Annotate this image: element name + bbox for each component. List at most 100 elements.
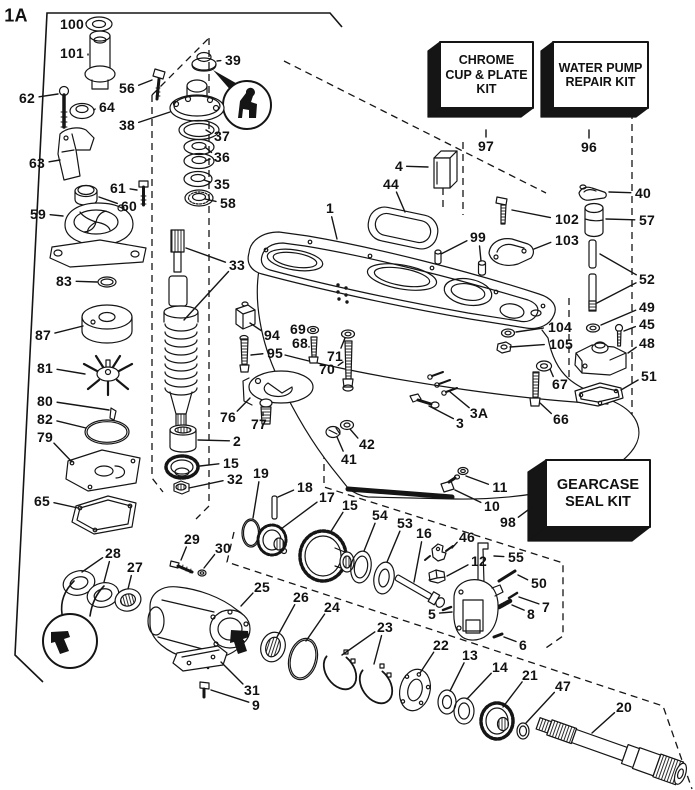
part-77-drawing (259, 398, 273, 425)
part-37-drawing (178, 119, 220, 141)
part-32-drawing (173, 480, 190, 495)
part-5-drawing (453, 579, 504, 641)
part-14-drawing (453, 697, 475, 725)
part-60-drawing (74, 184, 98, 206)
kit-line: SEAL KIT (565, 493, 631, 510)
part-76-drawing (242, 370, 314, 406)
part-18-drawing (271, 495, 278, 520)
part-102-drawing (495, 196, 508, 225)
part-45-drawing (614, 323, 624, 347)
kit-line: GEARCASE (556, 476, 640, 493)
part-55-drawing (477, 542, 489, 584)
part-2-drawing (169, 424, 197, 453)
part-79-drawing (65, 449, 141, 492)
part-6-drawing (492, 632, 504, 639)
leader-lines (38, 22, 639, 734)
part-51-drawing (574, 382, 624, 407)
part-3-drawing (409, 393, 440, 409)
gearcase-seal-kit-label: GEARCASE SEAL KIT (546, 460, 650, 527)
chrome-cup-plate-kit-label: CHROME CUP & PLATE KIT (440, 42, 533, 108)
part-56-drawing (152, 68, 166, 101)
part-15-forward-gear-drawing (298, 529, 355, 583)
part-64-drawing (69, 102, 95, 120)
part-66-drawing (529, 371, 541, 407)
part-71-drawing (340, 329, 356, 339)
kit-line: REPAIR KIT (565, 75, 636, 89)
part-41-drawing (325, 425, 341, 439)
seal-cross-section-icon (222, 80, 272, 130)
part-47-drawing (516, 722, 530, 740)
part-57-drawing (584, 202, 604, 238)
part-101-drawing (84, 30, 116, 90)
part-8-drawing (496, 598, 513, 610)
part-33-drawing (163, 229, 199, 433)
part-59-drawing (49, 202, 147, 268)
part-27-drawing (114, 588, 142, 612)
part-103-drawing (488, 238, 534, 266)
water-pump-repair-kit-label: WATER PUMP REPAIR KIT (553, 42, 648, 108)
part-24-drawing (287, 637, 319, 681)
parts-artwork (38, 16, 688, 786)
part-29-drawing (169, 560, 194, 574)
part-9-drawing (199, 681, 210, 699)
part-31-drawing (172, 645, 228, 672)
part-12-drawing (428, 569, 446, 584)
part-53-drawing (373, 561, 395, 595)
part-48-drawing (574, 341, 627, 376)
part-13-drawing (437, 689, 457, 715)
part-40-drawing (578, 184, 607, 201)
part-82-drawing (84, 419, 130, 445)
gearcase-housing-drawing (247, 231, 640, 500)
part-80-drawing (109, 407, 117, 421)
kit-line: CHROME (458, 53, 515, 68)
part-49-drawing (585, 323, 601, 333)
part-42-drawing (339, 419, 355, 431)
part-87-drawing (81, 304, 133, 344)
part-26-drawing (260, 631, 286, 663)
part-58-drawing (184, 189, 214, 207)
part-38-drawing (169, 79, 225, 122)
part-62-drawing (58, 85, 70, 129)
part-23-drawing (322, 649, 394, 705)
part-46-drawing (424, 543, 454, 562)
part-35-drawing (183, 170, 213, 188)
kit-box-gearcase-seal (527, 459, 651, 542)
part-36-drawing (183, 138, 215, 170)
part-65-drawing (71, 495, 137, 535)
part-22-drawing (398, 668, 432, 712)
part-21-drawing (479, 701, 515, 741)
kit-line: CUP & PLATE (445, 67, 528, 82)
part-28-drawing (62, 570, 120, 608)
part-10-drawing (440, 474, 461, 493)
part-105-drawing (496, 341, 512, 354)
part-44-drawing (367, 206, 439, 250)
part-81-drawing (82, 354, 134, 397)
kit-box-chrome-cup-plate (427, 41, 534, 118)
part-68-drawing (308, 336, 319, 364)
kit-line: WATER PUMP (558, 60, 643, 75)
part-50-drawing (497, 569, 517, 583)
part-39-drawing (191, 51, 217, 72)
part-52-drawing (588, 239, 597, 312)
part-61-drawing (138, 180, 149, 207)
part-99-drawing (434, 249, 487, 276)
part-63-drawing (57, 127, 95, 181)
part-104-drawing (500, 328, 516, 338)
part-83-drawing (97, 276, 117, 288)
part-67-drawing (535, 360, 553, 372)
part-17-drawing (256, 523, 288, 557)
sheet-frame (14, 12, 343, 683)
part-16-drawing (394, 574, 453, 612)
part-95-drawing (239, 334, 250, 373)
part-100-drawing (85, 16, 113, 32)
kit-line: KIT (476, 82, 497, 97)
part-70-drawing (342, 340, 354, 392)
part-20-drawing (535, 717, 688, 786)
part-3A-drawing (427, 371, 458, 396)
part-4-drawing (433, 150, 458, 189)
kit-box-water-pump-repair (540, 41, 649, 118)
part-7-drawing (507, 591, 519, 600)
part-15-pinion-drawing (164, 454, 200, 480)
